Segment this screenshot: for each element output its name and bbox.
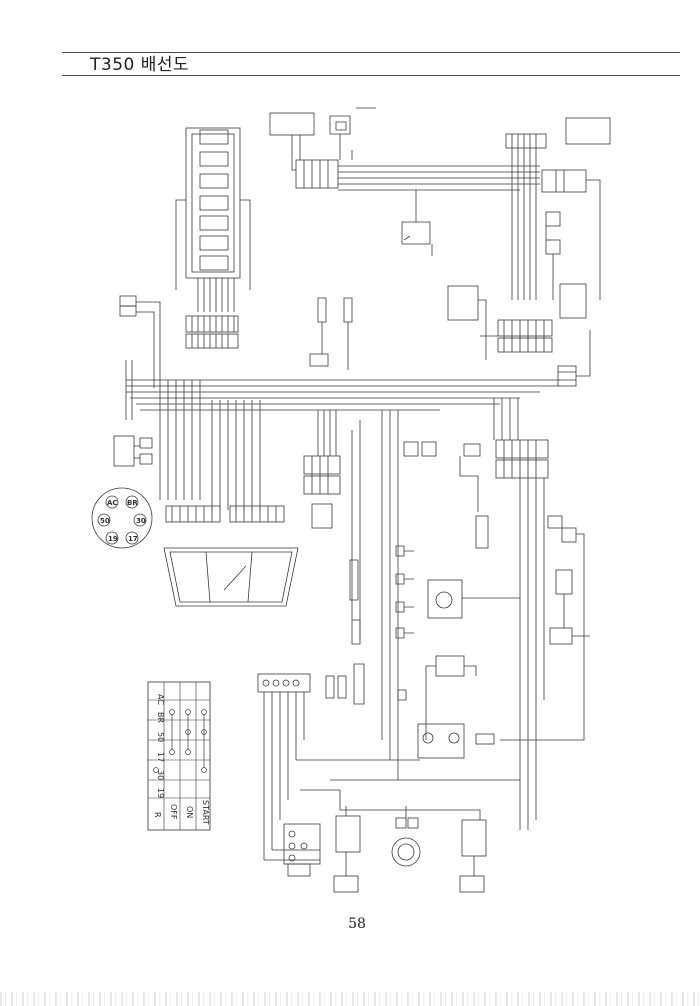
switch-row-off: OFF	[169, 804, 178, 820]
ign-terminal-br: BR	[127, 499, 138, 507]
right-connector-stack	[557, 365, 577, 387]
ignition-switch	[91, 487, 153, 549]
ign-terminal-19: 19	[108, 535, 118, 543]
main-harness	[125, 360, 560, 510]
ignition-terminal-labels: AC BR 50 30 19 17	[100, 499, 146, 543]
center-connector-upper	[303, 455, 341, 475]
right-bottom-connector	[549, 627, 573, 645]
main-connector-left	[185, 315, 239, 349]
left-connector-cluster	[113, 435, 135, 467]
page-title: T350 배선도	[90, 55, 190, 75]
center-relay	[401, 221, 431, 245]
bottom-connector-right	[461, 819, 487, 857]
switch-table: AC BR 50 17 30 19 R OFF ON START	[147, 681, 211, 831]
horn	[391, 837, 421, 867]
switch-col-ac: AC	[156, 694, 165, 705]
page-number: 58	[348, 916, 366, 932]
fuel-pump	[427, 579, 463, 619]
instrument-cluster	[163, 547, 299, 607]
switch-col-br: BR	[156, 712, 165, 723]
ign-terminal-ac: AC	[107, 499, 118, 507]
top-component-1	[269, 112, 315, 136]
relay-fuse-block	[175, 127, 251, 312]
header-rule-bottom	[62, 75, 680, 76]
switch-col-30: 30	[156, 770, 165, 780]
battery	[417, 723, 465, 759]
starter-connector	[257, 673, 311, 693]
switch-col-17: 17	[156, 752, 165, 762]
header-rule-top	[62, 52, 680, 53]
switch-row-start: START	[201, 800, 210, 825]
right-main-connector	[497, 319, 553, 337]
switch-col-19: 19	[156, 788, 165, 798]
bottom-connector-left	[335, 815, 361, 853]
switch-row-on: ON	[185, 806, 194, 818]
small-connector-right-1	[545, 211, 561, 227]
center-connector-lower	[303, 475, 341, 495]
meter-connector-1	[165, 505, 221, 523]
right-lower-connector	[495, 439, 549, 459]
small-connector-right-2	[545, 239, 561, 255]
spark-plug-caps	[317, 297, 353, 323]
fuel-sender	[435, 655, 465, 677]
top-component-2	[329, 115, 351, 135]
meter-connector-2	[229, 505, 285, 523]
left-connector-b	[119, 305, 137, 317]
right-lower-relay	[555, 569, 573, 595]
ign-terminal-17: 17	[128, 535, 138, 543]
ign-terminal-30: 30	[136, 517, 146, 525]
right-relay-2	[559, 283, 587, 319]
top-right-component	[565, 117, 611, 145]
left-connector-a	[119, 295, 137, 307]
right-middle-relay	[447, 285, 479, 321]
ign-terminal-50: 50	[100, 517, 110, 525]
top-center-connector	[295, 159, 339, 189]
switch-row-r: R	[153, 812, 162, 818]
scan-edge	[0, 992, 700, 1006]
switch-col-50: 50	[156, 732, 165, 742]
center-small-connector	[309, 353, 329, 367]
top-right-connector	[505, 133, 547, 149]
center-relay-box	[311, 503, 333, 529]
